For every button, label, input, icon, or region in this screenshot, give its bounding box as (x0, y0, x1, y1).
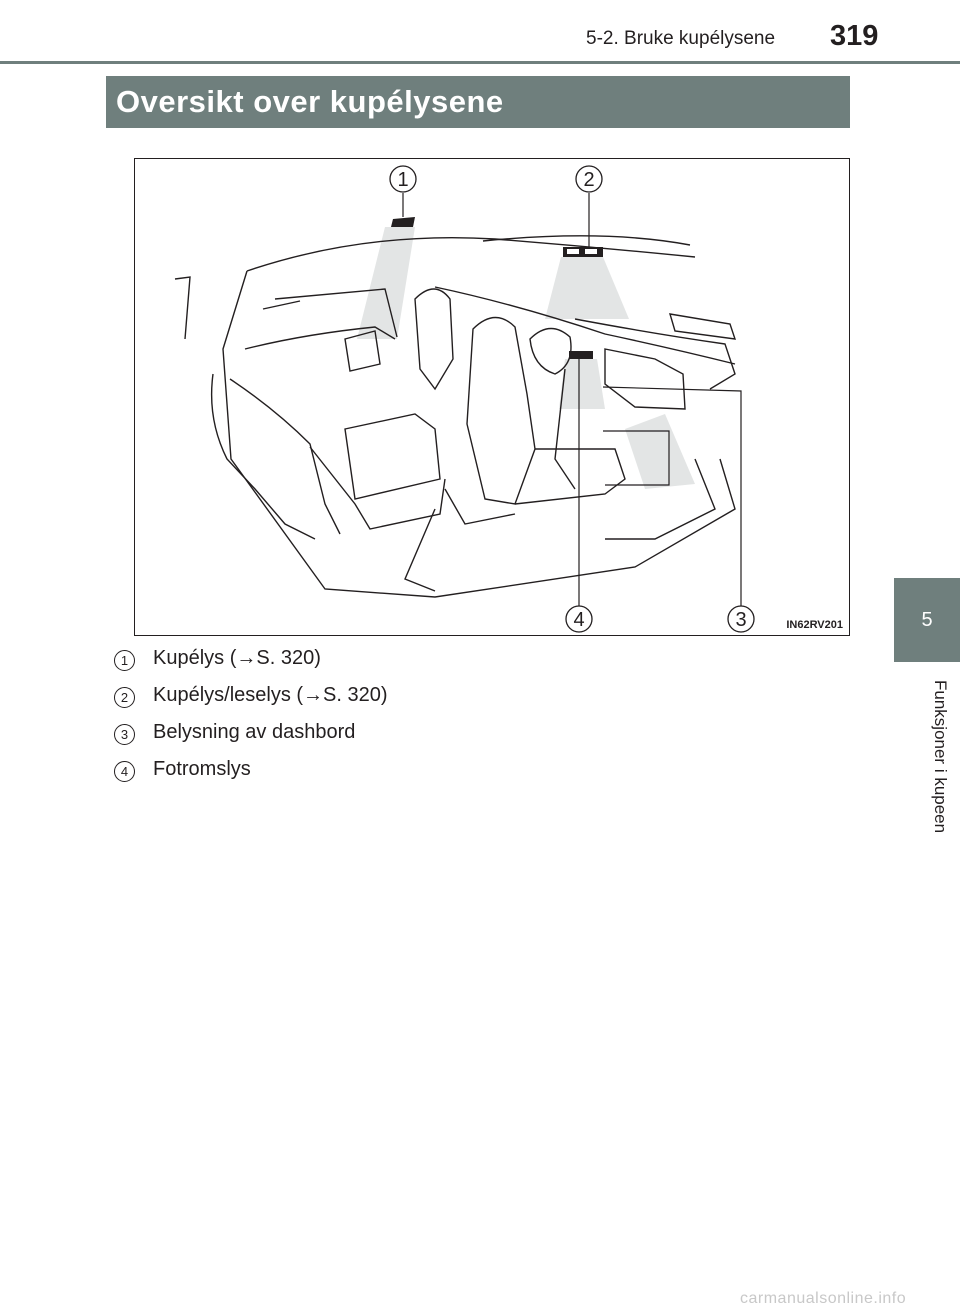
chapter-tab-label: Funksjoner i kupeen (931, 680, 950, 834)
footwell-light-fixture (569, 351, 593, 359)
page-number: 319 (830, 20, 879, 52)
legend-text: Belysning av dashbord (153, 721, 356, 743)
legend-text: Kupélys/leselys (→S. 320) (153, 684, 388, 706)
leader-line-3 (602, 386, 742, 607)
watermark: carmanualsonline.info (740, 1290, 907, 1307)
callout-3: 3 (727, 605, 755, 633)
callout-2: 2 (575, 165, 603, 193)
section-reference: 5-2. Bruke kupélysene (586, 28, 776, 49)
leader-line-3b (603, 430, 670, 486)
section-title: Oversikt over kupélysene (106, 76, 850, 128)
footwell-light-beam (559, 359, 605, 409)
dashboard-light-beam (625, 414, 695, 489)
legend-text: Fotromslys (153, 758, 251, 780)
light-beams (357, 227, 695, 489)
leader-lines (402, 193, 742, 607)
chapter-tab-number[interactable]: 5 (894, 578, 960, 662)
legend-text: Kupélys (→S. 320) (153, 647, 321, 669)
car-outline (174, 235, 737, 598)
legend-number-badge: 1 (114, 650, 135, 671)
map-light-fixture (563, 247, 603, 257)
header-rule (0, 61, 960, 64)
callout-1-label: 1 (397, 169, 408, 191)
car-interior-drawing: 1 2 3 4 (174, 165, 755, 633)
callout-2-label: 2 (583, 169, 594, 191)
legend-number-badge: 4 (114, 761, 135, 782)
legend-number-badge: 3 (114, 724, 135, 745)
dome-light-fixture (391, 217, 415, 227)
callout-1: 1 (389, 165, 417, 193)
figure-code: IN62RV201 (786, 619, 843, 631)
map-light-beam (545, 257, 629, 319)
callout-3-label: 3 (735, 609, 746, 631)
callout-4: 4 (565, 605, 593, 633)
legend-number-badge: 2 (114, 687, 135, 708)
callout-4-label: 4 (573, 609, 584, 631)
interior-illustration: 1 2 3 4 IN62RV201 (134, 158, 850, 636)
dome-light-beam (357, 227, 415, 339)
